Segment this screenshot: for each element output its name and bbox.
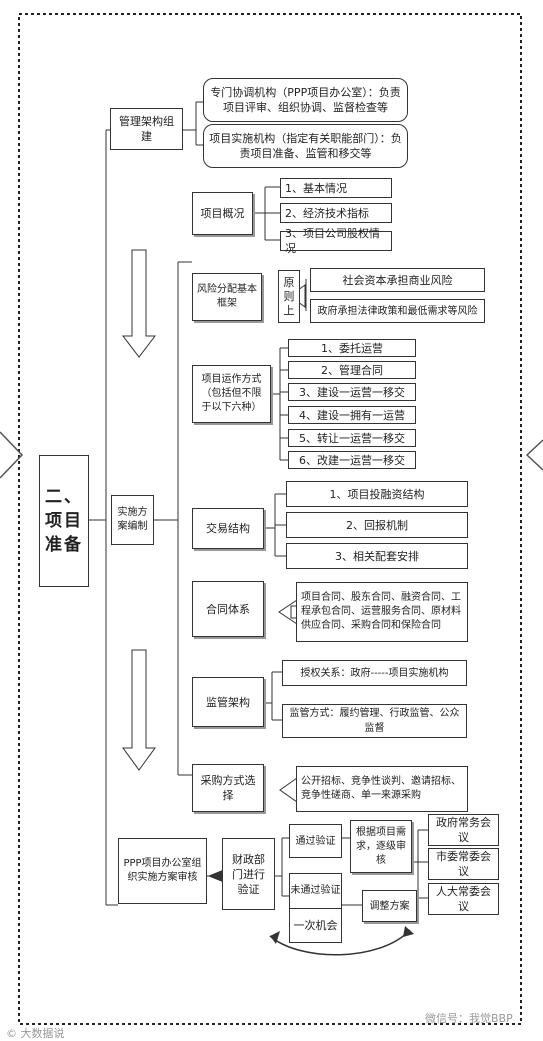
watermark-right: 微信号：我觉BBP [425,1012,513,1025]
contract-detail: 项目合同、股东合同、融资合同、工程承包合同、运营服务合同、原材料供应合同、采购合… [296,582,468,642]
fail-label: 未通过验证 [290,885,341,897]
adjust-box: 调整方案 [362,890,417,922]
procurement-detail: 公开招标、竞争性谈判、邀请招标、竞争性磋商、单一来源采购 [296,766,468,812]
operation-item-2: 2、管理合同 [288,361,416,379]
risk-item-1: 社会资本承担商业风险 [310,268,485,292]
council-3: 人大常委会议 [428,883,499,915]
review-box: PPP项目办公室组织实施方案审核 [118,838,207,904]
left-chevron [0,431,24,479]
risk-principle: 原则上 [278,270,300,323]
stage-title-box: 二、项目准备 [39,455,89,587]
pass-box: 通过验证 [289,824,342,858]
plan-box: 实施方案编制 [111,495,154,545]
supervision-box: 监管架构 [192,677,264,727]
plan-label: 实施方案编制 [117,507,148,532]
operation-box: 项目运作方式（包括但不限于以下六种） [192,365,271,423]
trade-item-2: 2、回报机制 [286,512,468,538]
risk-item-2: 政府承担法律政策和最低需求等风险 [310,299,485,323]
trade-box: 交易结构 [192,508,264,549]
supervision-item-2: 监管方式：履约管理、行政监管、公众监督 [282,704,467,738]
management-item-1: 专门协调机构（PPP项目办公室）：负责项目评审、组织协调、监督检查等 [203,78,408,122]
council-1: 政府常务会议 [428,814,499,846]
management-box: 管理架构组建 [110,108,183,150]
trade-item-3: 3、相关配套安排 [286,543,468,569]
pass-detail-box: 根据项目需求，逐级审核 [350,820,412,873]
overview-box: 项目概况 [192,192,253,235]
right-chevron [525,439,543,471]
overview-item-3: 3、项目公司股权情况 [280,227,392,255]
finance-box: 财政部门进行验证 [222,838,275,910]
operation-item-3: 3、建设一运营一移交 [288,383,416,401]
fail-box: 未通过验证 一次机会 [289,873,342,943]
once-label: 一次机会 [290,907,341,943]
operation-item-5: 5、转让一运营一移交 [288,429,416,447]
contract-box: 合同体系 [192,581,264,637]
council-2: 市委常委会议 [428,848,499,880]
operation-item-1: 1、委托运营 [288,339,416,357]
supervision-item-1: 授权关系：政府-----项目实施机构 [282,660,467,686]
management-label: 管理架构组建 [119,115,174,143]
procurement-box: 采购方式选择 [192,764,264,812]
down-arrows [121,249,157,771]
overview-item-2: 2、经济技术指标 [280,203,392,223]
operation-item-6: 6、改建一运营一移交 [288,451,416,469]
loop-arrow [269,929,411,956]
stage-title: 二、项目准备 [45,487,83,555]
management-item-2: 项目实施机构（指定有关职能部门）：负责项目准备、监管和移交等 [203,124,408,168]
trade-item-1: 1、项目投融资结构 [286,481,468,507]
operation-item-4: 4、建设一拥有一运营 [288,406,416,424]
watermark-left: © 大数据说 [6,1027,65,1040]
risk-box: 风险分配基本框架 [192,273,262,321]
overview-item-1: 1、基本情况 [280,178,392,198]
